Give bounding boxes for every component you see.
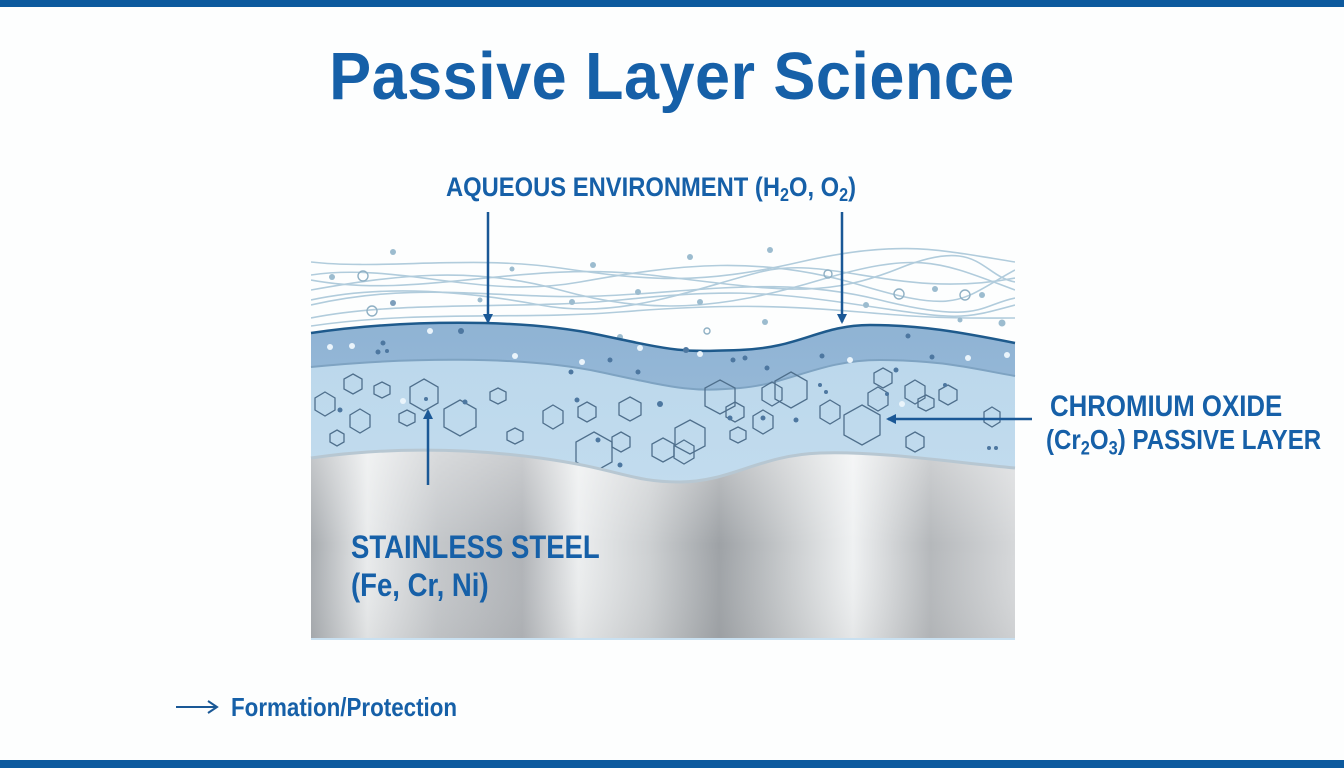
- bottom-border-bar: [0, 760, 1344, 768]
- oxide-particles-inner: [337, 367, 998, 468]
- legend: Formation/Protection: [175, 691, 494, 723]
- stainless-steel-label: STAINLESS STEEL: [351, 529, 600, 565]
- stainless-steel-composition-label: (Fe, Cr, Ni): [351, 567, 489, 603]
- aqueous-environment: [311, 247, 1015, 327]
- legend-label: Formation/Protection: [231, 691, 458, 722]
- page-title: Passive Layer Science: [329, 39, 1015, 114]
- oxide-particles-light: [327, 328, 1010, 407]
- chromium-oxide-formula-label: (Cr2O3) PASSIVE LAYER: [1046, 424, 1322, 460]
- water-ring-bubbles: [357, 269, 971, 335]
- aqueous-environment-label: AQUEOUS ENVIRONMENT (H2O, O2): [446, 172, 857, 206]
- oxide-outer-boundary: [310, 321, 1016, 353]
- chromium-oxide-label: CHROMIUM OXIDE: [1050, 390, 1283, 423]
- oxide-particles-dark: [375, 328, 935, 375]
- top-border-bar: [0, 0, 1344, 7]
- right-arrow-icon: [176, 700, 219, 714]
- water-bubbles: [329, 247, 1006, 340]
